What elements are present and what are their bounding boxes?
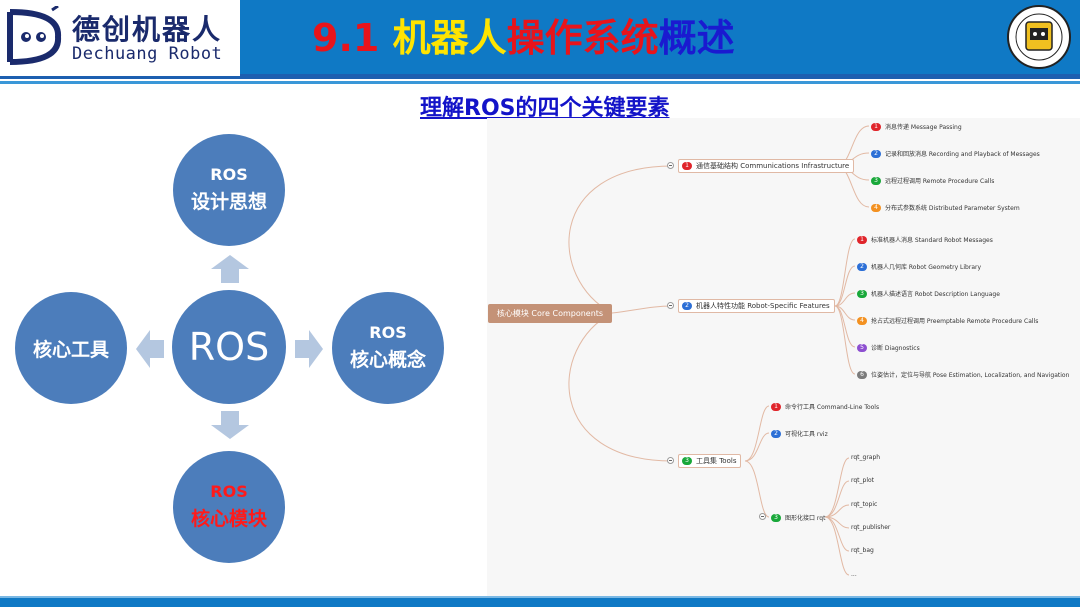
mindmap-leaf[interactable]: 6 位姿估计，定位与导航 Pose Estimation, Localizati… bbox=[857, 370, 1069, 379]
mindmap-leaf[interactable]: 3 机器人描述语言 Robot Description Language bbox=[857, 289, 1000, 298]
badge-number: 3 bbox=[682, 457, 692, 465]
title-part-overview: 概述 bbox=[658, 16, 735, 60]
circle-ros-center: ROS bbox=[172, 290, 286, 404]
branch-label: 机器人特性功能 Robot-Specific Features bbox=[696, 302, 830, 310]
slide-title: 9.1 机器人操作系统概述 bbox=[312, 14, 735, 62]
university-seal-icon bbox=[1007, 5, 1071, 69]
mindmap-rqt-item[interactable]: ... bbox=[851, 571, 857, 578]
circle-left-label: 核心工具 bbox=[32, 338, 109, 361]
mindmap-rqt-item[interactable]: rqt_graph bbox=[851, 454, 881, 461]
circle-top-line2: 设计思想 bbox=[190, 191, 267, 213]
circle-design-concept: ROS 设计思想 bbox=[173, 134, 285, 246]
branch-label: 工具集 Tools bbox=[696, 457, 737, 465]
arrow-down-icon bbox=[211, 411, 249, 439]
arrow-right-icon bbox=[295, 330, 323, 368]
robot-logo-icon bbox=[7, 6, 62, 65]
logo-english-text: Dechuang Robot bbox=[72, 44, 223, 64]
circle-core-modules: ROS 核心模块 bbox=[173, 451, 285, 563]
title-part-robot: 机器人 bbox=[392, 16, 507, 60]
mindmap-leaf[interactable]: 3 远程过程调用 Remote Procedure Calls bbox=[871, 176, 994, 185]
mindmap-branch-communications[interactable]: 1 通信基础结构 Communications Infrastructure bbox=[678, 159, 855, 173]
mindmap-leaf-rqt[interactable]: 3 图形化接口 rqt bbox=[771, 513, 825, 522]
circle-right-line1: ROS bbox=[369, 323, 407, 342]
arrow-left-icon bbox=[136, 330, 164, 368]
badge-number: 1 bbox=[682, 162, 692, 170]
logo-chinese-text: 德创机器人 bbox=[72, 13, 223, 46]
mindmap-panel: 核心模块 Core Components 1 通信基础结构 Communicat… bbox=[487, 118, 1080, 598]
mindmap-rqt-item[interactable]: rqt_publisher bbox=[851, 524, 891, 531]
logo: 德创机器人 Dechuang Robot bbox=[0, 0, 240, 76]
mindmap-rqt-item[interactable]: rqt_bag bbox=[851, 547, 874, 554]
branch-label: 通信基础结构 Communications Infrastructure bbox=[696, 162, 850, 170]
mindmap-leaf[interactable]: 1 标准机器人消息 Standard Robot Messages bbox=[857, 235, 993, 244]
circle-top-line1: ROS bbox=[210, 165, 248, 184]
arrow-up-icon bbox=[211, 255, 249, 283]
circle-bottom-line1: ROS bbox=[210, 482, 248, 501]
mindmap-leaf[interactable]: 5 诊断 Diagnostics bbox=[857, 343, 920, 352]
header-stripe bbox=[0, 74, 1080, 79]
mindmap-leaf[interactable]: 4 抢占式远程过程调用 Preemptable Remote Procedure… bbox=[857, 316, 1038, 325]
mindmap-root[interactable]: 核心模块 Core Components bbox=[488, 304, 612, 323]
title-part-os: 操作系统 bbox=[506, 16, 659, 60]
mindmap-leaf[interactable]: 1 命令行工具 Command-Line Tools bbox=[771, 402, 879, 411]
badge-number: 2 bbox=[682, 302, 692, 310]
circle-core-concepts: ROS 核心概念 bbox=[332, 292, 444, 404]
mindmap-connectors bbox=[568, 125, 870, 576]
collapse-toggle-icon[interactable] bbox=[667, 457, 674, 464]
mindmap-rqt-item[interactable]: rqt_topic bbox=[851, 501, 878, 508]
footer-stripe-light bbox=[0, 596, 1080, 598]
subtitle: 理解ROS的四个关键要素 bbox=[420, 96, 670, 121]
circle-right-line2: 核心概念 bbox=[349, 349, 426, 371]
mindmap-rqt-item[interactable]: rqt_plot bbox=[851, 477, 875, 484]
mindmap-leaf[interactable]: 4 分布式参数系统 Distributed Parameter System bbox=[871, 203, 1020, 212]
header-stripe-light bbox=[0, 81, 1080, 84]
circle-bottom-line2: 核心模块 bbox=[190, 508, 267, 530]
mindmap-leaf[interactable]: 2 机器人几何库 Robot Geometry Library bbox=[857, 262, 981, 271]
mindmap-leaf[interactable]: 2 记录和回放消息 Recording and Playback of Mess… bbox=[871, 149, 1040, 158]
footer-band bbox=[0, 598, 1080, 607]
collapse-toggle-icon[interactable] bbox=[667, 302, 674, 309]
mindmap-branch-tools[interactable]: 3 工具集 Tools bbox=[678, 454, 742, 468]
mindmap-leaf[interactable]: 1 消息传递 Message Passing bbox=[871, 122, 962, 131]
mindmap-branch-robot-features[interactable]: 2 机器人特性功能 Robot-Specific Features bbox=[678, 299, 835, 313]
title-number: 9.1 bbox=[312, 16, 380, 60]
collapse-toggle-icon[interactable] bbox=[667, 162, 674, 169]
collapse-toggle-icon[interactable] bbox=[759, 513, 766, 520]
circle-core-tools: 核心工具 bbox=[15, 292, 127, 404]
circle-center-label: ROS bbox=[188, 325, 270, 369]
mindmap-leaf[interactable]: 2 可视化工具 rviz bbox=[771, 429, 828, 438]
